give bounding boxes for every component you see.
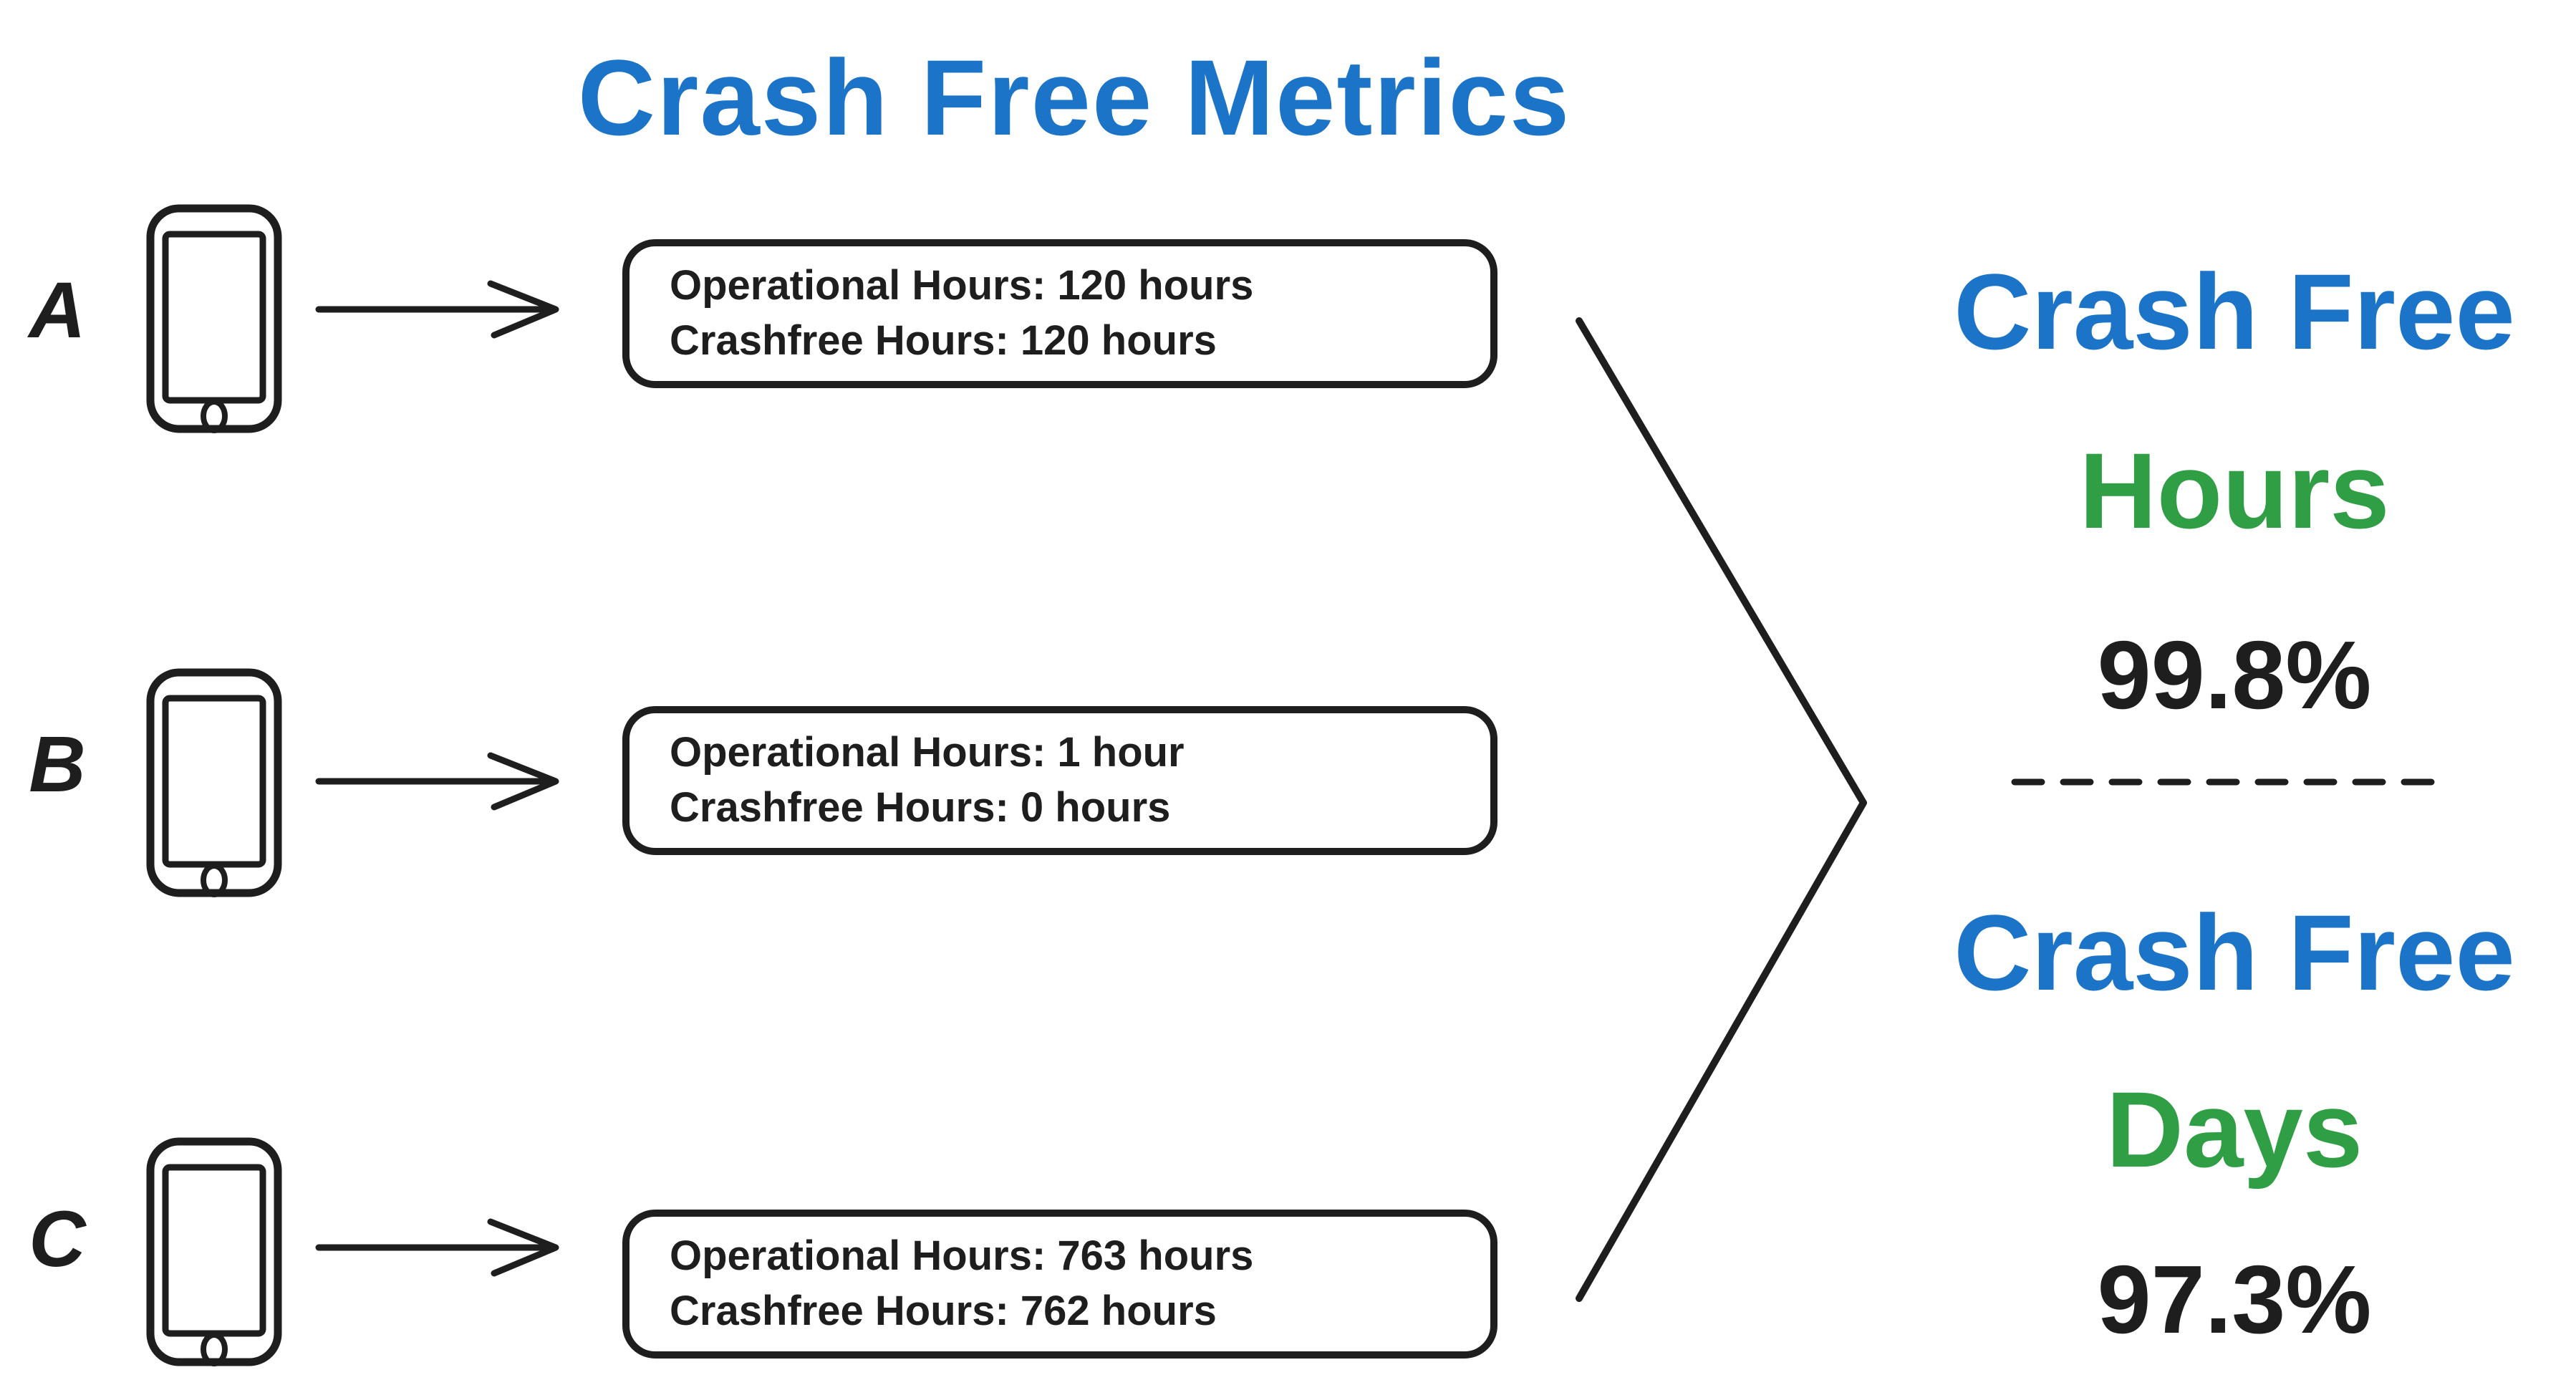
phone-icon — [146, 1137, 282, 1366]
metric-line-crashfree: Crashfree Hours: 0 hours — [670, 784, 1171, 831]
metric-line-operational: Operational Hours: 1 hour — [670, 729, 1185, 776]
hours-value: 99.8% — [2097, 621, 2372, 729]
phone-icon — [146, 668, 282, 897]
days-label: Days — [2105, 1069, 2363, 1190]
crash-free-days-title: Crash Free — [1954, 892, 2515, 1013]
arrow-icon — [315, 1218, 559, 1277]
dashed-divider — [2011, 778, 2436, 786]
arrow-icon — [315, 280, 559, 339]
phone-icon — [146, 204, 282, 433]
hours-label: Hours — [2079, 430, 2390, 551]
crash-free-hours-title: Crash Free — [1954, 251, 2515, 372]
metric-line-operational: Operational Hours: 763 hours — [670, 1232, 1254, 1280]
device-label-b: B — [29, 720, 86, 809]
metrics-box-b: Operational Hours: 1 hour Crashfree Hour… — [622, 706, 1497, 855]
device-label-c: C — [29, 1195, 86, 1283]
metrics-box-a: Operational Hours: 120 hours Crashfree H… — [622, 239, 1497, 388]
days-value: 97.3% — [2097, 1245, 2372, 1354]
arrow-icon — [315, 752, 559, 811]
metric-line-crashfree: Crashfree Hours: 762 hours — [670, 1288, 1217, 1334]
device-label-a: A — [29, 266, 86, 354]
page-title: Crash Free Metrics — [577, 37, 1571, 158]
metrics-box-c: Operational Hours: 763 hours Crashfree H… — [622, 1210, 1497, 1359]
results-panel: Crash Free Hours 99.8% Crash Free Days 9… — [1876, 0, 2576, 1380]
metric-line-crashfree: Crashfree Hours: 120 hours — [670, 317, 1217, 364]
metric-line-operational: Operational Hours: 120 hours — [670, 262, 1254, 309]
